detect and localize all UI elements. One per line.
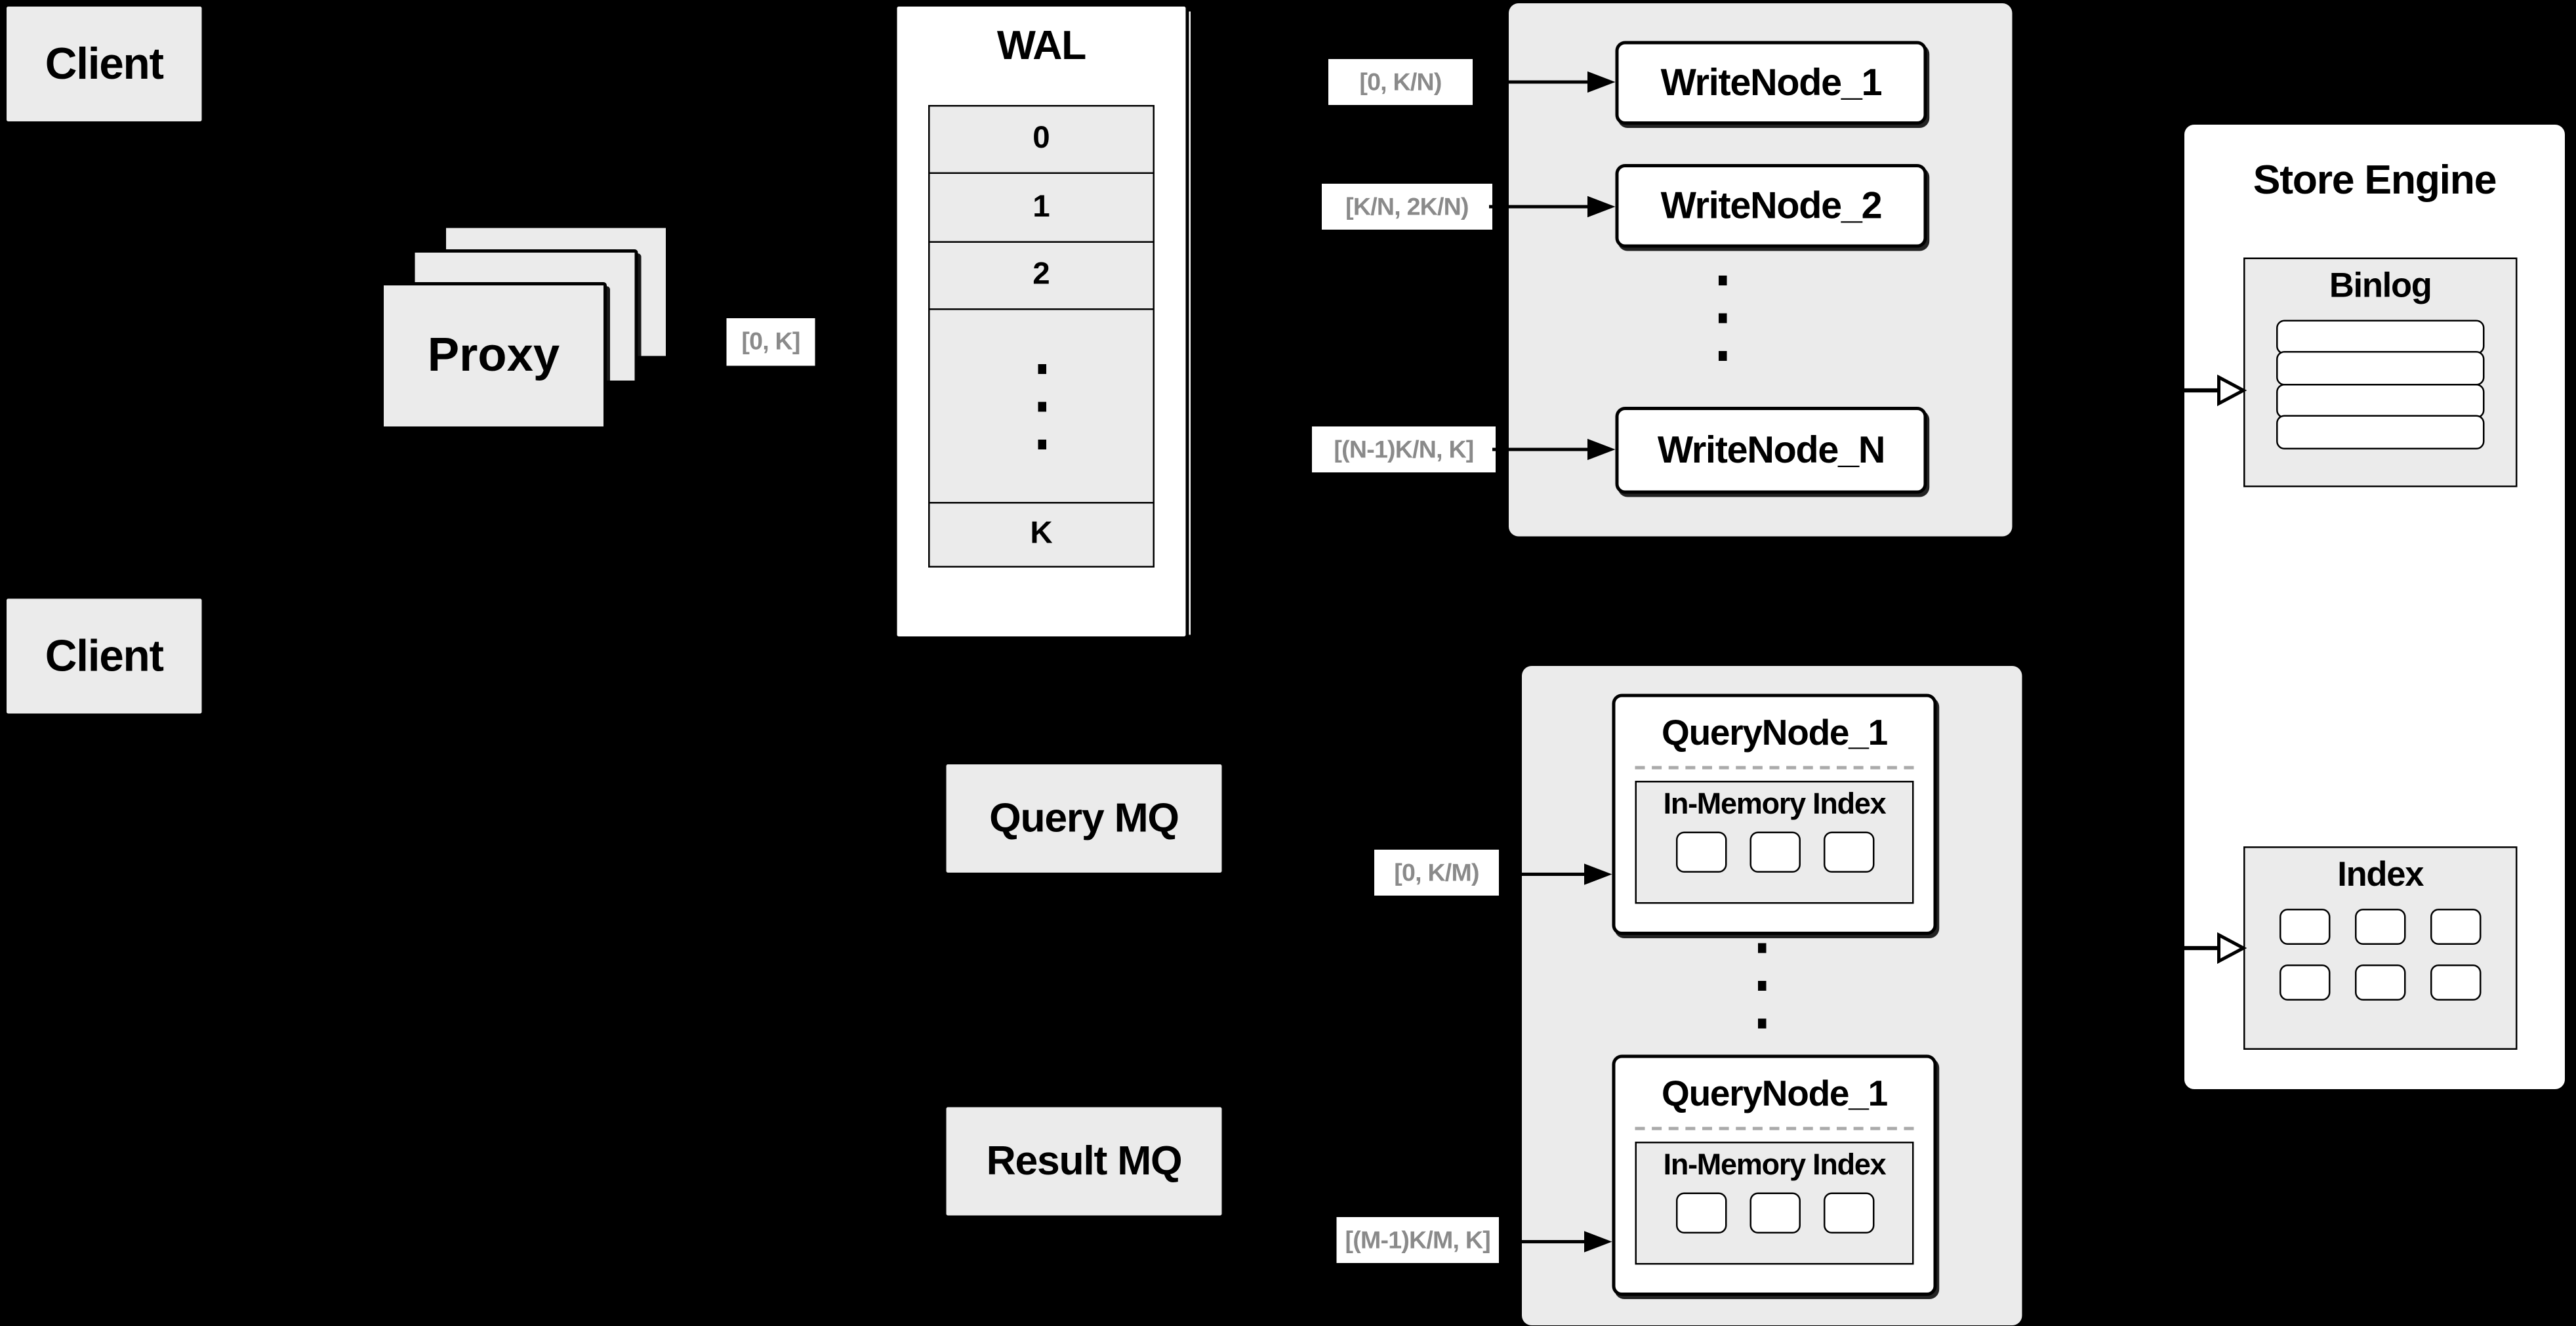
hollow-arrow-to-index	[2184, 932, 2247, 964]
binlog-box: Binlog	[2243, 257, 2518, 487]
binlog-row	[2276, 319, 2485, 354]
query-mq-box: Query MQ	[945, 762, 1223, 875]
query-node-box-bottom: QueryNode_1 In-Memory Index	[1612, 1054, 1937, 1296]
in-memory-index-bottom-cells	[1637, 1192, 1912, 1233]
wal-segment-k-label: K	[1030, 516, 1053, 550]
in-memory-index-bottom-title: In-Memory Index	[1663, 1148, 1887, 1181]
index-cells	[2245, 909, 2516, 1001]
range-label-write-2: [K/N, 2K/N)	[1322, 184, 1492, 230]
binlog-row	[2276, 351, 2485, 386]
range-label-query-1-text: [0, K/M)	[1394, 858, 1479, 887]
wal-segment-table: 0 1 2 K	[897, 104, 1186, 567]
wal-segment-0-label: 0	[1032, 121, 1050, 156]
index-cell	[2355, 964, 2406, 1001]
memory-segment-cell	[1749, 831, 1800, 873]
in-memory-index-top-cells	[1637, 831, 1912, 873]
in-memory-index-box-bottom: In-Memory Index	[1635, 1142, 1914, 1265]
result-mq-box: Result MQ	[945, 1106, 1223, 1217]
wal-panel: WAL 0 1 2 K	[893, 3, 1189, 640]
query-node-bottom-title: QueryNode_1	[1662, 1073, 1888, 1114]
range-label-write-1-text: [0, K/N)	[1359, 68, 1442, 96]
query-node-bottom-separator	[1635, 1127, 1914, 1130]
index-cell	[2355, 909, 2406, 945]
binlog-row	[2276, 383, 2485, 418]
result-mq-label: Result MQ	[986, 1137, 1183, 1184]
range-label-query-m-text: [(M-1)K/M, K]	[1345, 1226, 1491, 1254]
arrow-to-query-node-bottom	[1499, 1231, 1612, 1253]
index-cell	[2280, 909, 2331, 945]
hollow-arrow-to-binlog	[2184, 374, 2247, 407]
wal-segment-1-label: 1	[1032, 189, 1050, 224]
query-node-ellipsis-dots	[1758, 943, 1767, 1029]
wal-ellipsis-dots	[1037, 363, 1046, 449]
memory-segment-cell	[1675, 831, 1727, 873]
memory-segment-cell	[1749, 1192, 1800, 1233]
store-engine-title: Store Engine	[2253, 157, 2497, 203]
index-title: Index	[2337, 856, 2424, 894]
range-label-proxy-out: [0, K]	[726, 318, 815, 366]
index-cell	[2430, 909, 2482, 945]
range-label-query-1: [0, K/M)	[1374, 850, 1499, 896]
binlog-row	[2276, 415, 2485, 449]
wal-ellipsis-row	[928, 308, 1155, 504]
write-node-n: WriteNode_N	[1615, 407, 1927, 494]
write-node-ellipsis-dots	[1719, 276, 1727, 361]
range-label-write-n-text: [(N-1)K/N, K]	[1334, 435, 1474, 464]
proxy-box-front: Proxy	[380, 282, 607, 430]
write-node-2: WriteNode_2	[1615, 164, 1927, 248]
range-label-query-m: [(M-1)K/M, K]	[1336, 1217, 1499, 1263]
in-memory-index-top-title: In-Memory Index	[1663, 787, 1887, 820]
binlog-title: Binlog	[2329, 267, 2432, 306]
query-mq-label: Query MQ	[989, 795, 1179, 841]
range-label-write-2-text: [K/N, 2K/N)	[1345, 192, 1469, 221]
arrow-to-query-node-top	[1499, 863, 1612, 885]
client-box-bottom: Client	[5, 597, 203, 715]
proxy-label: Proxy	[427, 329, 560, 382]
client-bottom-label: Client	[45, 631, 164, 680]
client-box-top: Client	[5, 5, 203, 123]
range-label-write-n: [(N-1)K/N, K]	[1312, 426, 1496, 472]
query-node-box-top: QueryNode_1 In-Memory Index	[1612, 694, 1937, 935]
arrow-to-write-node-n	[1492, 438, 1616, 461]
write-node-1: WriteNode_1	[1615, 41, 1927, 125]
wal-segment-row-2: 2	[928, 240, 1155, 311]
wal-segment-row-k: K	[928, 501, 1155, 567]
memory-segment-cell	[1675, 1192, 1727, 1233]
arrow-to-write-node-2	[1489, 196, 1616, 218]
wal-segment-2-label: 2	[1032, 257, 1050, 293]
write-node-1-label: WriteNode_1	[1660, 60, 1883, 104]
binlog-rows	[2245, 319, 2516, 449]
write-node-2-label: WriteNode_2	[1660, 184, 1883, 226]
index-box: Index	[2243, 846, 2518, 1050]
wal-segment-row-0: 0	[928, 104, 1155, 175]
wal-title: WAL	[996, 23, 1086, 69]
query-node-top-separator	[1635, 766, 1914, 770]
index-cell	[2280, 964, 2331, 1001]
range-label-write-1: [0, K/N)	[1328, 59, 1473, 105]
arrow-to-write-node-1	[1473, 71, 1616, 93]
index-cell	[2430, 964, 2482, 1001]
memory-segment-cell	[1822, 1192, 1874, 1233]
memory-segment-cell	[1822, 831, 1874, 873]
range-label-proxy-out-text: [0, K]	[741, 328, 800, 356]
in-memory-index-box-top: In-Memory Index	[1635, 781, 1914, 904]
client-top-label: Client	[45, 38, 164, 88]
wal-segment-row-1: 1	[928, 172, 1155, 243]
query-node-top-title: QueryNode_1	[1662, 712, 1888, 753]
write-node-n-label: WriteNode_N	[1657, 428, 1885, 471]
